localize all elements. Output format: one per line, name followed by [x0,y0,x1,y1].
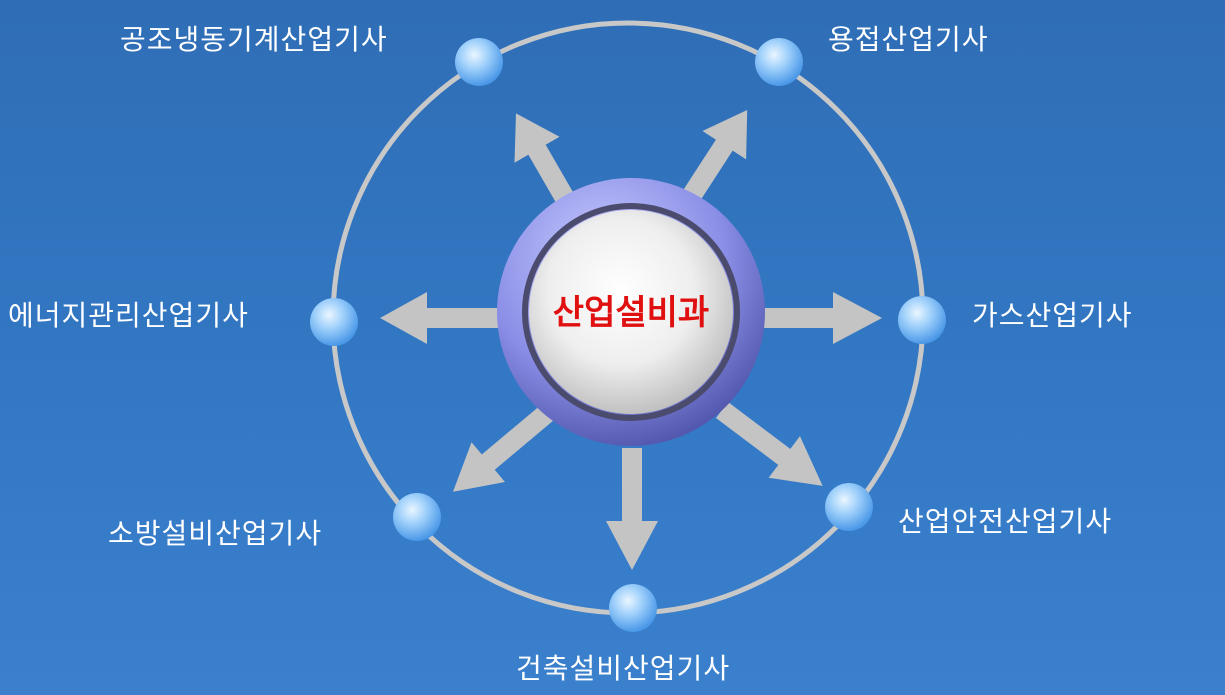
node-welding [755,38,803,86]
arrow-to-gas [760,292,882,344]
node-gas [898,296,946,344]
label-safety: 산업안전산업기사 [898,505,1113,538]
label-gas: 가스산업기사 [972,299,1133,332]
label-fire: 소방설비산업기사 [108,517,323,550]
arrow-to-energy [380,292,500,344]
label-building: 건축설비산업기사 [516,652,731,685]
label-hvac: 공조냉동기계산업기사 [120,23,388,56]
center-hub [497,178,765,446]
node-safety [825,483,873,531]
arrow-to-hvac [514,113,575,205]
node-hvac [455,38,503,86]
ring-nodes [310,38,946,632]
arrow-to-welding [681,109,748,204]
arrows [380,109,882,570]
node-building [609,584,657,632]
center-label: 산업설비과 [552,293,710,333]
node-fire [393,493,441,541]
arrow-to-building [606,448,658,570]
label-energy: 에너지관리산업기사 [8,299,249,332]
arrow-to-fire [453,404,555,492]
node-energy [310,298,358,346]
label-welding: 용접산업기사 [828,23,989,56]
arrow-to-safety [715,402,823,486]
